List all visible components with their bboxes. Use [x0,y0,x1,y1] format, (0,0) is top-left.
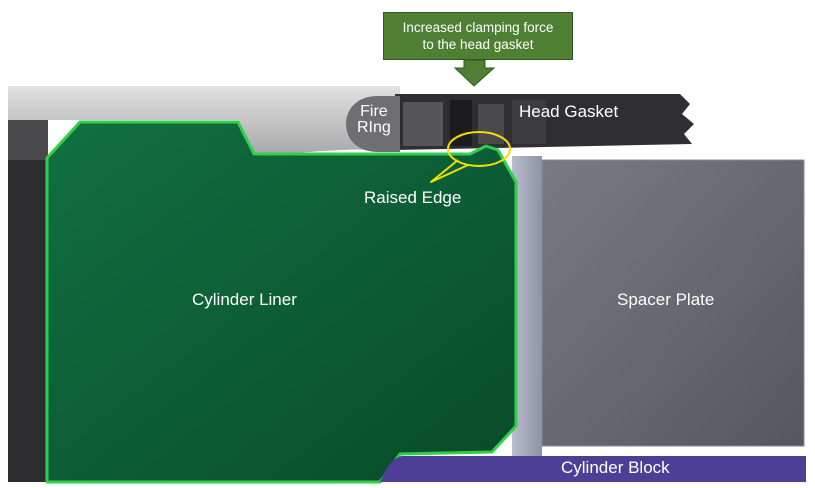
outer-block-edge [8,155,50,482]
down-arrow-icon [453,59,496,87]
head-gasket-label: Head Gasket [519,102,619,121]
fire-ring-label-line-2: RIng [357,119,391,136]
cylinder-liner-label: Cylinder Liner [192,290,297,309]
cylinder-head [8,86,400,154]
spacer-plate [541,159,805,447]
fire-ring-label: Fire RIng [357,104,391,136]
gasket-layer [450,100,472,146]
raised-edge-highlight [447,131,511,167]
head-dark-edge [8,120,48,160]
gasket-layer [478,104,504,144]
raised-edge-label: Raised Edge [364,188,462,207]
fire-ring [346,96,400,152]
callout-line-2: to the head gasket [422,37,534,52]
callout-line-1: Increased clamping force [402,20,554,35]
spacer-plate-label: Spacer Plate [617,290,715,309]
cylinder-block [380,456,806,482]
gasket-layer [403,102,443,146]
gasket-layer [512,100,546,144]
raised-edge-pointer [430,159,469,183]
fire-ring-label-line-1: Fire [360,103,388,120]
cylinder-block-label: Cylinder Block [561,458,670,477]
clamping-force-callout: Increased clamping force to the head gas… [383,12,573,60]
